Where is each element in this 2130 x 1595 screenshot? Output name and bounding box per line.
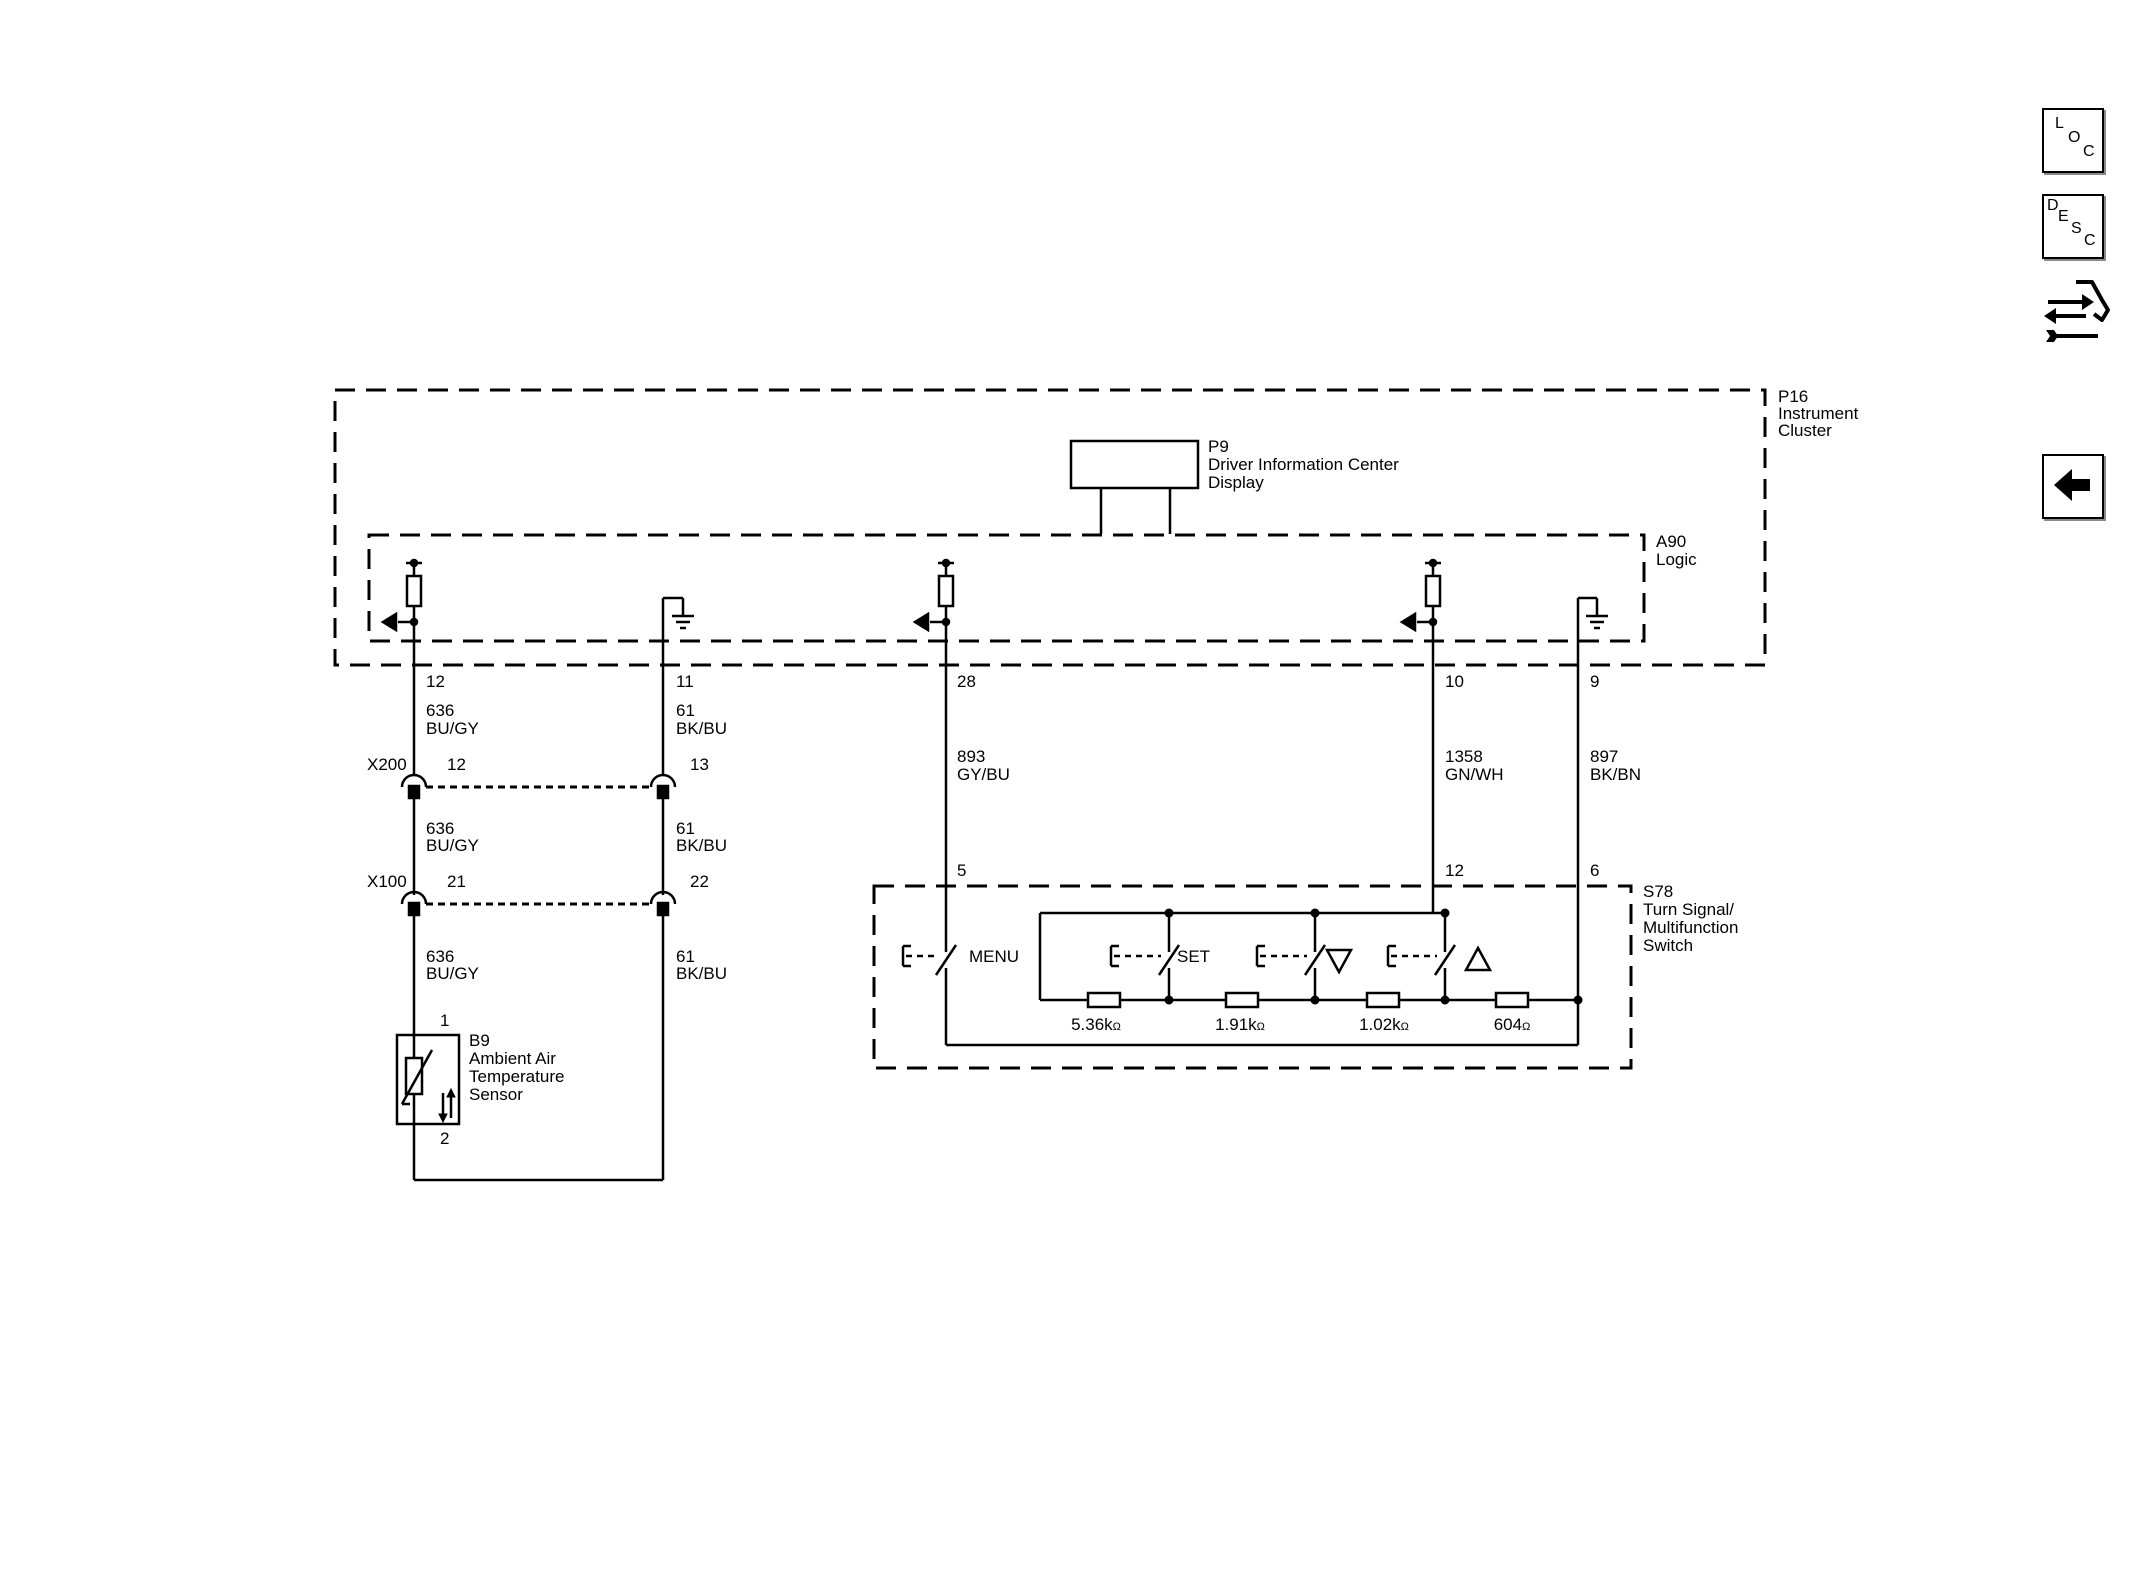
p16-pin-28: 28 <box>957 672 976 691</box>
resistor-3-value: 1.02kΩ <box>1359 1015 1409 1034</box>
wire-61-c-circuit: 61 <box>676 947 695 966</box>
x100-pin-a: 21 <box>447 872 466 891</box>
resistor-2-value: 1.91kΩ <box>1215 1015 1265 1034</box>
s78-line3: Switch <box>1643 936 1693 955</box>
wire-636-c-color: BU/GY <box>426 964 479 983</box>
p16-pin-11: 11 <box>676 672 694 691</box>
a90-pullup-pin10 <box>1399 558 1442 633</box>
wire-636-b-color: BU/GY <box>426 836 479 855</box>
s78-set-switch <box>1109 942 1181 978</box>
b9-line1: Ambient Air <box>469 1049 556 1068</box>
desc-letter-d: D <box>2047 197 2059 214</box>
wire-893-circuit: 893 <box>957 747 985 766</box>
x200-pin-b: 13 <box>690 755 709 774</box>
connector-wrench-icon <box>2044 280 2110 342</box>
x100-label: X100 <box>367 872 407 891</box>
connector-repair-button[interactable] <box>2042 276 2110 352</box>
switch-menu-label: MENU <box>969 947 1019 966</box>
p9-display-box <box>1069 439 1200 490</box>
p9-line2: Display <box>1208 473 1264 492</box>
location-button[interactable]: L O C <box>2042 108 2104 173</box>
resistor-1-value: 5.36kΩ <box>1071 1015 1121 1034</box>
wire-61-a-circuit: 61 <box>676 701 695 720</box>
wire-893-color: GY/BU <box>957 765 1010 784</box>
a90-line1: Logic <box>1656 550 1697 569</box>
s78-line2: Multifunction <box>1643 918 1738 937</box>
p9-line1: Driver Information Center <box>1208 455 1399 474</box>
desc-letter-e: E <box>2058 208 2069 225</box>
a90-id: A90 <box>1656 532 1686 551</box>
p16-pin-10: 10 <box>1445 672 1464 691</box>
back-button[interactable] <box>2042 454 2104 519</box>
s78-pin-12: 12 <box>1445 861 1464 880</box>
b9-pin-2: 2 <box>440 1129 449 1148</box>
wire-897-color: BK/BN <box>1590 765 1641 784</box>
b9-line2: Temperature <box>469 1067 564 1086</box>
wire-897-circuit: 897 <box>1590 747 1618 766</box>
b9-id: B9 <box>469 1031 490 1050</box>
down-triangle-icon <box>1324 948 1354 975</box>
description-button[interactable]: D E S C <box>2042 194 2104 259</box>
b9-pin-1: 1 <box>440 1011 449 1030</box>
a90-logic-boundary <box>367 533 1646 643</box>
a90-pullup-pin28 <box>912 558 955 633</box>
p16-line2: Cluster <box>1778 421 1832 440</box>
up-triangle-icon <box>1463 945 1493 972</box>
p16-instrument-cluster-boundary <box>333 388 1767 667</box>
wire-636-a-circuit: 636 <box>426 701 454 720</box>
wire-636-b-circuit: 636 <box>426 819 454 838</box>
x100-pin-b: 22 <box>690 872 709 891</box>
x200-connector <box>400 773 677 800</box>
p16-pin-12: 12 <box>426 672 445 691</box>
loc-letter-c: C <box>2083 143 2095 160</box>
resistor-4-value: 604Ω <box>1494 1015 1531 1034</box>
s78-up-switch <box>1386 942 1457 978</box>
b9-line3: Sensor <box>469 1085 523 1104</box>
desc-letter-s: S <box>2071 220 2082 237</box>
wire-636-c-circuit: 636 <box>426 947 454 966</box>
a90-ground-pin11 <box>661 596 694 672</box>
x100-connector <box>400 890 677 917</box>
s78-resistor-ladder <box>1086 991 1530 1009</box>
s78-junction-dots <box>1164 908 1583 1005</box>
left-arrow-icon <box>2054 469 2090 501</box>
x200-pin-a: 12 <box>447 755 466 774</box>
p16-pin-9: 9 <box>1590 672 1599 691</box>
wire-1358-color: GN/WH <box>1445 765 1504 784</box>
a90-pullup-pin12 <box>380 558 423 633</box>
s78-menu-switch <box>901 942 958 978</box>
loc-letter-o: O <box>2068 129 2081 146</box>
s78-down-switch <box>1255 942 1327 978</box>
wire-61-a-color: BK/BU <box>676 719 727 738</box>
s78-pin-6: 6 <box>1590 861 1599 880</box>
desc-letter-c: C <box>2084 232 2096 249</box>
wire-1358-circuit: 1358 <box>1445 747 1483 766</box>
p16-id: P16 <box>1778 387 1808 406</box>
wire-636-a-color: BU/GY <box>426 719 479 738</box>
x200-label: X200 <box>367 755 407 774</box>
wire-61-c-color: BK/BU <box>676 964 727 983</box>
s78-switch-boundary <box>872 884 1633 1070</box>
loc-letter-l: L <box>2055 115 2064 132</box>
b9-thermistor-symbol <box>395 1033 461 1126</box>
s78-pin-5: 5 <box>957 861 966 880</box>
p16-line1: Instrument <box>1778 404 1859 423</box>
s78-line1: Turn Signal/ <box>1643 900 1734 919</box>
s78-id: S78 <box>1643 882 1673 901</box>
wire-61-b-color: BK/BU <box>676 836 727 855</box>
a90-ground-pin9 <box>1576 596 1608 672</box>
s78-internal-wiring <box>944 911 1578 1047</box>
switch-set-label: SET <box>1177 947 1210 966</box>
p9-id: P9 <box>1208 437 1229 456</box>
wire-61-b-circuit: 61 <box>676 819 695 838</box>
